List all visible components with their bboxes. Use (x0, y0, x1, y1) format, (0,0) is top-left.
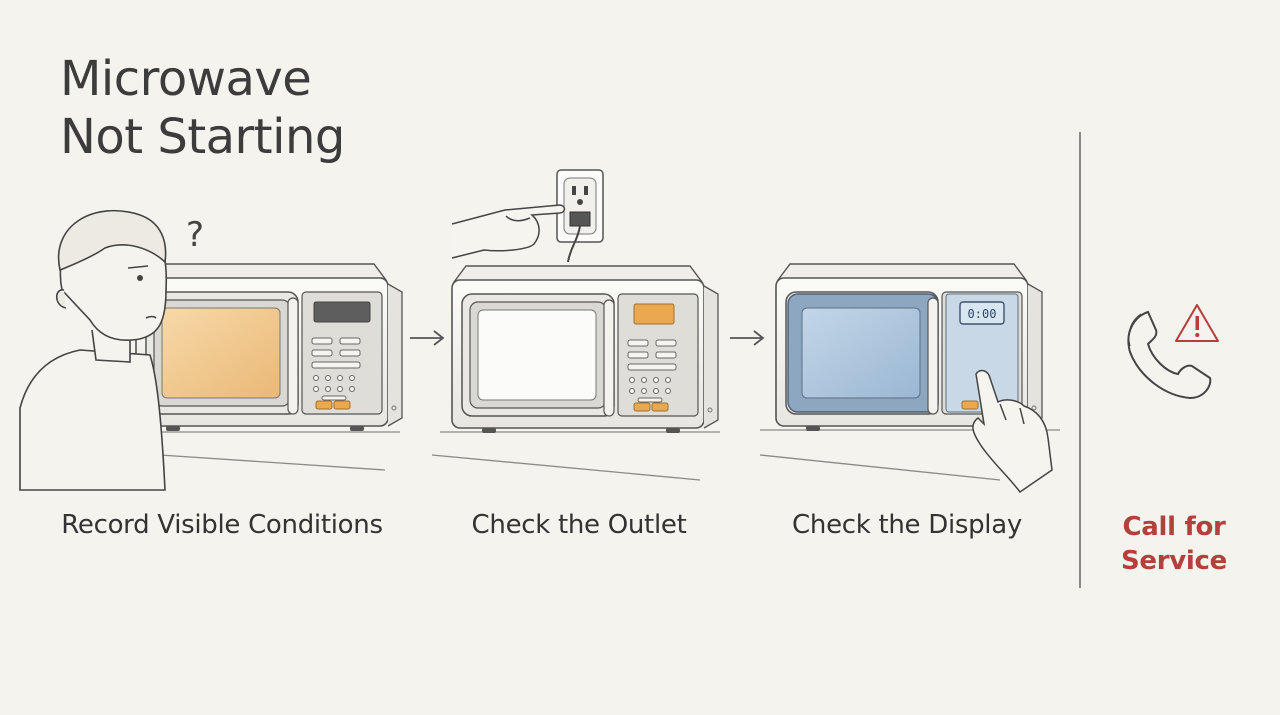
title-line-2: Not Starting (60, 109, 345, 165)
title: Microwave Not Starting (60, 50, 345, 166)
outlet-icon (556, 169, 604, 263)
hand-icon (972, 369, 1053, 494)
step-label-outlet: Check the Outlet (471, 510, 687, 540)
call-for-service-label: Call for Service (1121, 510, 1227, 578)
person-icon (19, 209, 168, 491)
hand-icon (451, 204, 566, 259)
step-label-display: Check the Display (792, 510, 1022, 540)
counter-lines (120, 429, 1060, 481)
phone-icon (1127, 310, 1212, 400)
call-label-line-1: Call for (1122, 512, 1226, 542)
warning-icon (1175, 304, 1219, 342)
call-label-line-2: Service (1121, 546, 1227, 576)
microwave-2 (451, 265, 719, 434)
microwave-1 (135, 263, 403, 432)
arrow-right-icon (730, 330, 765, 346)
display-readout: 0:00 (968, 307, 997, 321)
microwave-3: 0:00 (775, 263, 1043, 432)
question-mark: ? (186, 215, 204, 255)
step-label-record: Record Visible Conditions (61, 510, 383, 540)
title-line-1: Microwave (60, 51, 312, 107)
arrow-right-icon (410, 330, 445, 346)
